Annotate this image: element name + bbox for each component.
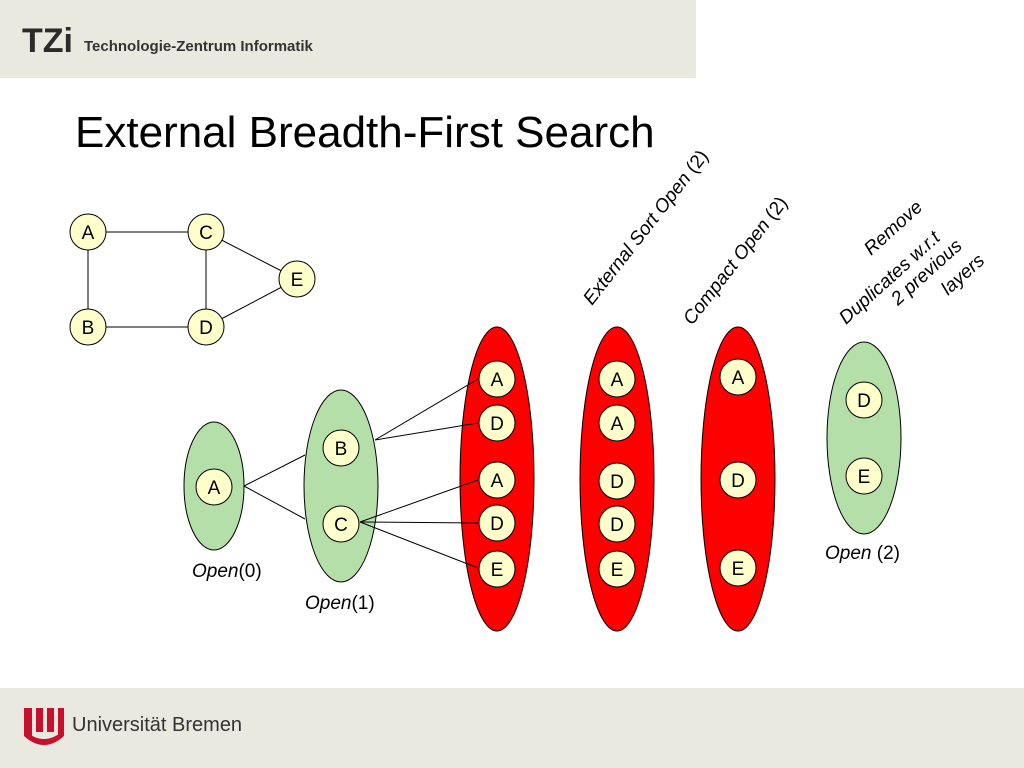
open1-node-c-label: C — [334, 515, 348, 536]
compact-node-2-label: D — [731, 471, 745, 492]
step-compact-label: Compact Open (2) — [679, 193, 792, 329]
open2-node-e: E — [845, 457, 883, 495]
org-name: Technologie-Zentrum Informatik — [84, 38, 313, 55]
succ-node-3: A — [478, 461, 516, 499]
graph-node-c-label: C — [199, 223, 213, 244]
header-band — [0, 0, 696, 78]
graph-node-c: C — [187, 213, 225, 251]
graph-node-e-label: E — [291, 270, 304, 291]
edge-open0-b — [243, 454, 306, 487]
sorted-node-2-label: A — [611, 414, 624, 435]
succ-node-4-label: D — [490, 514, 504, 535]
compact-node-2: D — [719, 461, 757, 499]
university-seal-icon — [24, 708, 64, 745]
compact-node-1: A — [719, 358, 757, 396]
open0-node-label: A — [208, 478, 221, 499]
sorted-node-1-label: A — [611, 370, 624, 391]
university-name: Universität Bremen — [72, 714, 243, 736]
succ-node-2: D — [478, 404, 516, 442]
sorted-node-5: E — [598, 550, 636, 588]
sorted-node-4: D — [598, 505, 636, 543]
open2-node-d: D — [845, 381, 883, 419]
edge-b-d — [374, 422, 479, 441]
sorted-node-5-label: E — [611, 560, 624, 581]
open1-node-c: C — [322, 505, 360, 543]
graph-node-e: E — [278, 260, 316, 298]
succ-node-2-label: D — [490, 414, 504, 435]
step-sort-label: External Sort Open (2) — [579, 146, 713, 309]
graph-node-b-label: B — [82, 318, 95, 339]
graph-node-d-label: D — [199, 318, 213, 339]
open1-label: Open(1) — [305, 593, 375, 614]
sorted-node-3: D — [598, 462, 636, 500]
sorted-node-1: A — [598, 360, 636, 398]
open1-node-b: B — [322, 429, 360, 467]
graph-node-a-label: A — [82, 223, 95, 244]
succ-node-1: A — [478, 360, 516, 398]
succ-node-5: E — [478, 550, 516, 588]
compact-node-3: E — [719, 549, 757, 587]
sorted-node-2: A — [598, 404, 636, 442]
step-remove-label: Remove Duplicates w.r.t 2 previous layer… — [835, 197, 989, 329]
tzi-logo: TZi — [22, 22, 73, 56]
compact-node-3-label: E — [732, 559, 745, 580]
edge-c-e — [359, 521, 479, 569]
expansion-edges — [243, 378, 479, 569]
graph-edges — [87, 231, 298, 328]
footer-band — [0, 688, 1024, 768]
succ-node-3-label: A — [491, 471, 504, 492]
edge-open0-c — [243, 485, 306, 520]
open1-node-b-label: B — [335, 439, 348, 460]
edge-c-a — [359, 479, 479, 523]
succ-node-4: D — [478, 504, 516, 542]
open0-node: A — [195, 468, 233, 506]
layer-open1 — [303, 389, 379, 583]
graph-node-d: D — [187, 308, 225, 346]
compact-node-1-label: A — [732, 368, 745, 389]
sorted-node-4-label: D — [610, 515, 624, 536]
graph-node-b: B — [69, 308, 107, 346]
open2-label: Open (2) — [825, 543, 900, 564]
page-title: External Breadth-First Search — [75, 108, 655, 157]
open2-node-d-label: D — [857, 391, 871, 412]
layer-open2 — [826, 341, 902, 535]
graph-node-a: A — [69, 213, 107, 251]
edge-b-a — [374, 378, 479, 441]
open2-node-e-label: E — [858, 467, 871, 488]
open0-label: Open(0) — [192, 561, 262, 582]
succ-node-1-label: A — [491, 370, 504, 391]
edge-c-d — [359, 521, 479, 524]
succ-node-5-label: E — [491, 560, 504, 581]
tzi-logo-mark: TZi — [22, 22, 73, 56]
sorted-node-3-label: D — [610, 472, 624, 493]
